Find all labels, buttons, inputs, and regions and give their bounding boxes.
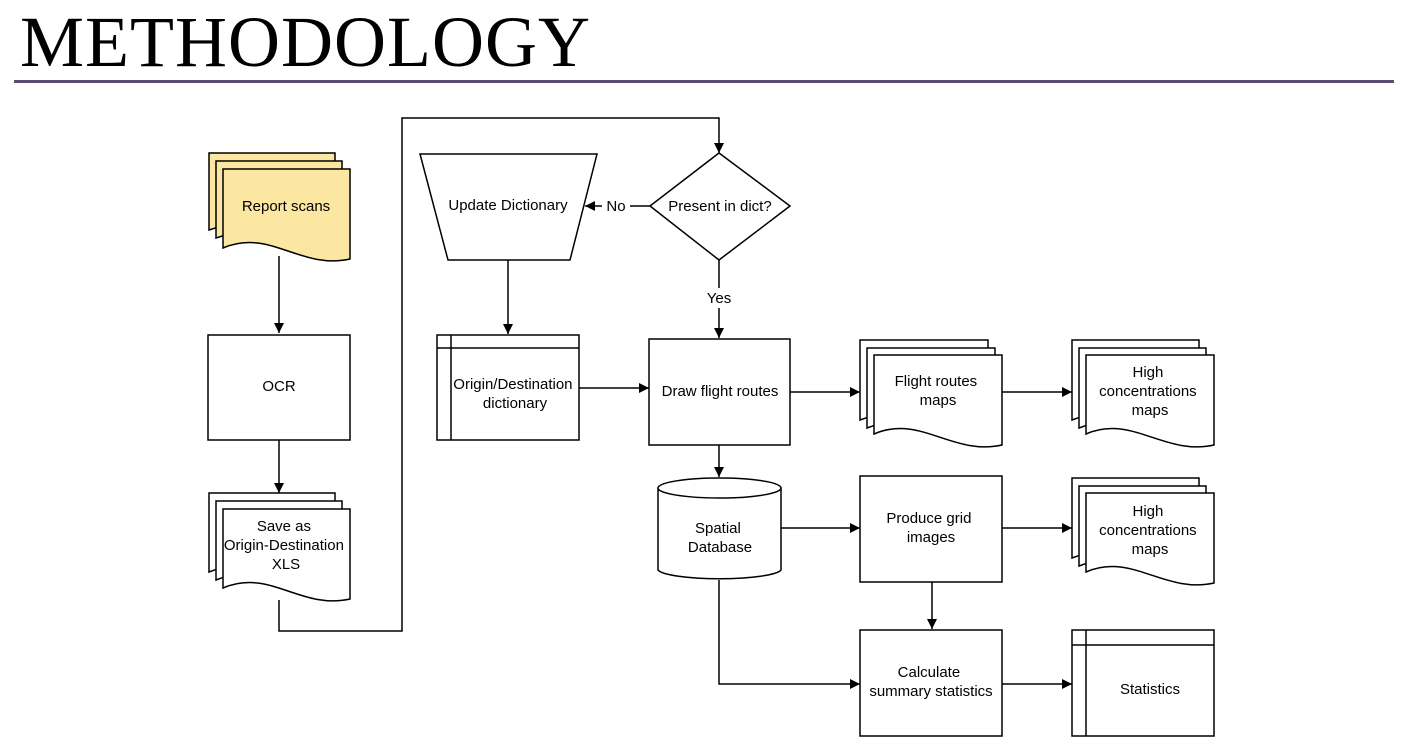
svg-text:Draw flight routes: Draw flight routes <box>662 383 779 400</box>
edge-label-yes: Yes <box>707 290 731 307</box>
node-label: Origin-Destination <box>224 537 344 554</box>
svg-text:High concentrations: High concentrations maps <box>1099 364 1201 419</box>
node-label: dictionary <box>483 395 548 412</box>
node-label: Calculate <box>898 664 961 681</box>
node-label: Flight routes <box>895 373 978 390</box>
node-update-dictionary: Update Dictionary <box>419 153 598 261</box>
node-label: maps <box>920 392 957 409</box>
node-statistics: Statistics <box>1071 629 1215 737</box>
node-draw-routes: Draw flight routes <box>648 338 791 446</box>
node-report-scans: Report scans <box>208 152 351 262</box>
node-spatial-db: Spatial Database <box>657 477 782 580</box>
svg-text:Flight routes maps: Flight routes maps <box>895 373 982 409</box>
node-label: Present in dict? <box>668 198 771 215</box>
node-label: maps <box>1132 541 1169 558</box>
node-label: concentrations <box>1099 383 1197 400</box>
node-grid-images: Produce grid images <box>859 475 1003 583</box>
svg-text:Origin/Destination dicti: Origin/Destination dictionary <box>453 376 576 412</box>
edge-label-no: No <box>606 198 625 215</box>
connectors <box>274 117 1072 689</box>
node-ocr: OCR <box>207 334 351 441</box>
node-label: concentrations <box>1099 522 1197 539</box>
edge-db-stats <box>718 580 860 689</box>
svg-text:Spatial Database: Spatial Database <box>688 520 752 556</box>
edge-xls-present <box>278 117 724 632</box>
node-high-conc-1: High concentrations maps <box>1071 339 1215 448</box>
svg-text:High concentrations: High concentrations maps <box>1099 503 1201 558</box>
svg-text:Calculate summary statis: Calculate summary statistics <box>869 664 992 700</box>
node-routes-maps: Flight routes maps <box>859 339 1003 448</box>
title-underline <box>14 80 1394 83</box>
svg-text:Report scans: Report scans <box>242 198 330 215</box>
node-high-conc-2: High concentrations maps <box>1071 477 1215 586</box>
node-label: summary statistics <box>869 683 992 700</box>
svg-text:OCR: OCR <box>262 378 296 395</box>
node-save-xls: Save as Origin-Destination XLS <box>208 492 351 602</box>
node-label: Report scans <box>242 198 330 215</box>
svg-text:Statistics: Statistics <box>1120 681 1180 698</box>
node-summary-stats: Calculate summary statistics <box>859 629 1003 737</box>
node-label: High <box>1132 503 1163 520</box>
node-label: Produce grid <box>886 510 971 527</box>
svg-text:Update Dictionary: Update Dictionary <box>448 197 568 214</box>
node-label: Save as <box>257 518 311 535</box>
node-present-in-dict: Present in dict? <box>648 152 792 261</box>
node-label: XLS <box>272 556 300 573</box>
svg-text:Save as Origin-Destinati: Save as Origin-Destination XLS <box>224 518 348 573</box>
node-label: Statistics <box>1120 681 1180 698</box>
page-title: METHODOLOGY <box>20 2 591 82</box>
node-label: maps <box>1132 402 1169 419</box>
node-label: OCR <box>262 378 296 395</box>
node-label: Draw flight routes <box>662 383 779 400</box>
node-label: Spatial <box>695 520 741 537</box>
node-label: Origin/Destination <box>453 376 572 393</box>
node-label: Update Dictionary <box>448 197 568 214</box>
node-od-dictionary: Origin/Destination dictionary <box>436 334 580 441</box>
node-label: Database <box>688 539 752 556</box>
node-label: High <box>1132 364 1163 381</box>
svg-text:Present in dict?: Present in dict? <box>668 198 771 215</box>
node-label: images <box>907 529 955 546</box>
svg-text:Produce grid images: Produce grid images <box>886 510 975 546</box>
